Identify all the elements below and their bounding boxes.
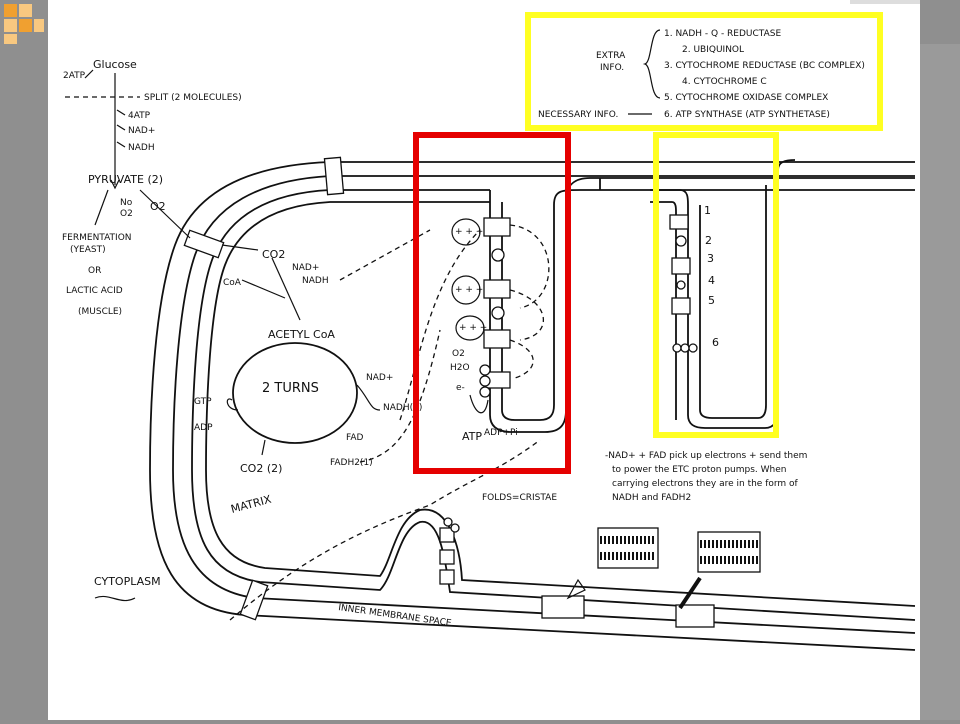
co2-top-label: CO2: [262, 248, 285, 261]
crista-number-4: 4: [708, 274, 715, 287]
extra-info-label-2: INFO.: [600, 63, 624, 73]
etc-o2-label: O2: [452, 349, 465, 359]
split-label: SPLIT (2 MOLECULES): [144, 93, 242, 103]
atp-out-label: 4ATP: [128, 111, 151, 121]
cytoplasm-label: CYTOPLASM: [94, 575, 161, 588]
turns-label: 2 TURNS: [262, 381, 319, 396]
red-highlight-box: [413, 132, 571, 474]
crista-number-2: 2: [705, 234, 712, 247]
crista-number-3: 3: [707, 252, 714, 265]
krebs-nadh2-label: NADH(3): [383, 403, 422, 413]
or-label: OR: [88, 266, 101, 276]
krebs-nad2-label: NAD+: [366, 373, 393, 383]
top-right-strip: [850, 0, 920, 4]
phospholipid-bilayer-1: [597, 527, 659, 569]
krebs-nad-label: NAD+: [292, 263, 319, 273]
coa-label: CoA: [223, 278, 242, 288]
corner-bullet-icon: [4, 4, 44, 44]
note-line-4: NADH and FADH2: [612, 493, 691, 503]
legend-item-3: 3. CYTOCHROME REDUCTASE (BC COMPLEX): [664, 61, 865, 71]
etc-adp-label: ADP+Pi: [484, 428, 518, 438]
adp-label: ADP: [194, 423, 213, 433]
legend-item-6: 6. ATP SYNTHASE (ATP SYNTHETASE): [664, 110, 830, 120]
phospholipid-bilayer-2: [697, 531, 761, 573]
extra-info-label-1: EXTRA: [596, 51, 626, 61]
legend-item-1: 1. NADH - Q - REDUCTASE: [664, 29, 781, 39]
atp-synthase-bottom: [439, 517, 460, 585]
krebs-nadh-label: NADH: [302, 276, 329, 286]
pyruvate-label: PYRUVATE (2): [88, 173, 163, 186]
fermentation-label: FERMENTATION: [62, 233, 132, 243]
necessary-info-label: NECESSARY INFO.: [538, 110, 618, 120]
inner-membrane: [191, 189, 916, 621]
lactic-label: LACTIC ACID: [66, 286, 123, 296]
crista-number-6: 6: [712, 336, 719, 349]
krebs-cycle: [232, 342, 358, 444]
gtp-label: GTP: [194, 397, 212, 407]
note-line-1: -NAD+ + FAD pick up electrons + send the…: [605, 451, 807, 461]
pore-left: [183, 229, 225, 259]
etc-atp-label: ATP: [462, 430, 482, 443]
legend-item-5: 5. CYTOCHROME OXIDASE COMPLEX: [664, 93, 828, 103]
note-line-3: carrying electrons they are in the form …: [612, 479, 799, 489]
proton-text-2: + + +: [455, 285, 483, 295]
co2-bottom-label: CO2 (2): [240, 462, 282, 475]
lactic-sub-label: (MUSCLE): [78, 307, 122, 317]
folds-label: FOLDS=CRISTAE: [482, 493, 557, 503]
pyruvate-to-acetyl-arrow: [271, 257, 301, 321]
proton-text-3: + + +: [459, 323, 487, 333]
no-o2-sub-label: O2: [120, 209, 133, 219]
etc-e-label: e-: [456, 383, 465, 393]
atp-in-label: 2ATP: [63, 71, 86, 81]
crista-number-1: 1: [704, 204, 711, 217]
proton-text-1: + + +: [455, 227, 483, 237]
pyruvate-to-matrix-arrow: [139, 189, 191, 239]
pore-top: [323, 156, 345, 196]
yellow-highlight-box: [653, 132, 779, 438]
fadh2-label: FADH2(1): [330, 458, 373, 468]
membrane-block-large: [675, 576, 715, 628]
crista-fold-red: [489, 177, 915, 433]
crista-number-5: 5: [708, 294, 715, 307]
outer-membrane: [149, 161, 916, 651]
membrane-block-small: [541, 578, 586, 619]
legend-item-4: 4. CYTOCHROME C: [682, 77, 767, 87]
nadh-label: NADH: [128, 143, 155, 153]
proton-clusters: + + + + + + + + +: [451, 218, 487, 341]
right-gutter: [920, 44, 960, 720]
etc-h2o-label: H2O: [450, 363, 470, 373]
glucose-label: Glucose: [93, 58, 137, 71]
fad-label: FAD: [346, 433, 364, 443]
legend-highlight-box: [525, 12, 883, 131]
etc-red-proteins: [479, 217, 511, 398]
no-o2-label: No: [120, 198, 133, 208]
legend-item-2: 2. UBIQUINOL: [682, 45, 744, 55]
fermentation-sub-label: (YEAST): [70, 245, 106, 255]
acetyl-coa-label: ACETYL CoA: [268, 328, 335, 341]
note-line-2: to power the ETC proton pumps. When: [612, 465, 786, 475]
nad-label: NAD+: [128, 126, 155, 136]
etc-yellow-proteins: [669, 214, 698, 353]
